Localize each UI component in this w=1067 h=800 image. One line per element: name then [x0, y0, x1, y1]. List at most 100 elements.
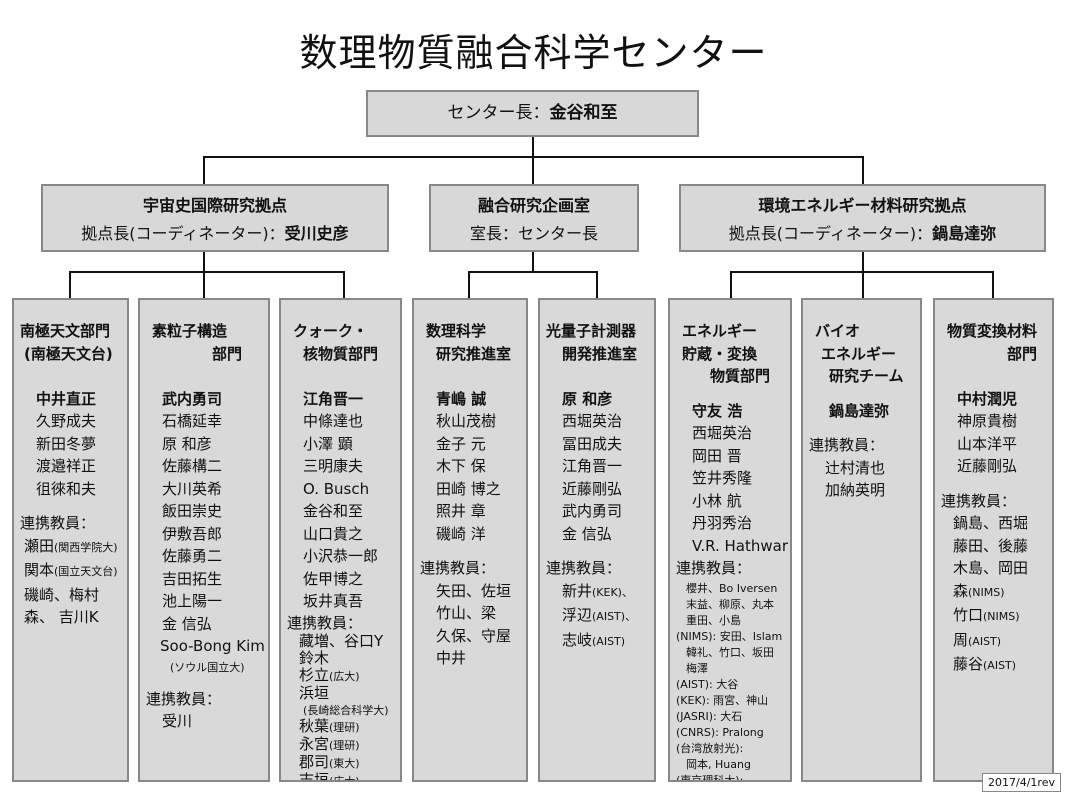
member-line: 鍋島達弥	[809, 400, 920, 423]
member-line: 末益、柳原、丸本	[676, 596, 790, 612]
member-line: 山本洋平	[941, 433, 1052, 456]
member-name: 飯田崇史	[162, 502, 223, 520]
member-line: 藤田、後藤	[941, 535, 1052, 558]
member-line	[809, 388, 920, 400]
member-name: 物質変換材料	[947, 322, 1038, 340]
member-name: バイオ	[815, 322, 861, 340]
member-name: 佐藤勇二	[162, 547, 223, 565]
member-name: 鍋島、西堀	[953, 514, 1029, 532]
dept-title-line: 部門	[146, 343, 268, 366]
dept-title-line: エネルギー	[809, 343, 920, 366]
affiliation-note: (JASRI): 大石	[676, 709, 743, 723]
affiliation-note: 櫻井、Bo Iversen	[686, 581, 778, 595]
member-name: 近藤剛弘	[957, 457, 1018, 475]
member-line: 連携教員：	[546, 557, 654, 580]
member-line: (KEK): 雨宮、神山	[676, 692, 790, 708]
member-name: 中村潤児	[957, 389, 1018, 408]
member-name: 部門	[1007, 344, 1038, 363]
unit-box-energy-materials: 環境エネルギー材料研究拠点 拠点長(コーディネーター)：鍋島達弥	[679, 184, 1046, 252]
dept-title-line: 物質変換材料	[941, 320, 1052, 343]
connector-line	[992, 271, 994, 298]
unit-box-cosmic-history: 宇宙史国際研究拠点 拠点長(コーディネーター)：受川史彦	[41, 184, 389, 252]
member-line: 守友 浩	[676, 400, 790, 423]
member-name: 坂井真吾	[303, 592, 364, 610]
member-line: 伊敷吾郎	[146, 523, 268, 546]
member-name: 佐甲博之	[303, 569, 364, 588]
member-name: 金 信弘	[562, 524, 612, 543]
member-name: 原 和彦	[562, 389, 613, 408]
member-name: 素粒子構造	[152, 322, 228, 340]
member-name: 新田冬夢	[36, 434, 97, 453]
member-line: 大川英希	[146, 478, 268, 501]
member-line: 櫻井、Bo Iversen	[676, 580, 790, 596]
member-name: 中井直正	[36, 389, 97, 408]
member-line: 西堀英治	[546, 410, 654, 433]
member-name: 核物質部門	[303, 344, 379, 363]
member-name: 杉立	[299, 665, 330, 684]
member-line: V.R. Hathwar	[676, 535, 790, 558]
member-line: 小沢恭一郎	[287, 545, 400, 568]
member-line: 岡田 晋	[676, 445, 790, 468]
dept-title-line: 研究推進室	[420, 343, 526, 366]
member-name: 金 信弘	[162, 614, 212, 633]
member-line: 中井直正	[20, 388, 127, 411]
dept-photon-detector: 光量子計測器開発推進室 原 和彦西堀英治冨田成夫江角晋一近藤剛弘武内勇司金 信弘…	[538, 298, 656, 782]
member-line: 浮辺(AIST)、	[546, 604, 654, 629]
member-name: 西堀英治	[692, 424, 753, 442]
member-name: 山本洋平	[957, 434, 1018, 453]
affiliation-note: (広大)	[329, 774, 360, 782]
member-name: 連携教員：	[809, 436, 885, 454]
member-line: 神原貴樹	[941, 410, 1052, 433]
member-line	[546, 545, 654, 557]
member-line: Soo-Bong Kim	[146, 635, 268, 658]
member-name: 岡田 晋	[692, 446, 742, 465]
connector-line	[596, 271, 598, 298]
affiliation-note: (AIST): 大谷	[676, 677, 739, 691]
member-name: 連携教員：	[420, 559, 496, 577]
member-name: 徂徠和夫	[36, 479, 97, 498]
connector-line	[862, 156, 864, 184]
member-name: クォーク・	[293, 322, 368, 340]
member-name: 部門	[212, 344, 243, 363]
unit-role: 拠点長(コーディネーター)：	[728, 224, 933, 243]
member-line: 西堀英治	[676, 422, 790, 445]
member-line: (AIST): 大谷	[676, 676, 790, 692]
member-name: 連携教員：	[146, 689, 222, 708]
dept-title-line: (南極天文台)	[20, 343, 127, 366]
member-name: 連携教員：	[546, 559, 622, 577]
member-name: 森	[953, 581, 969, 600]
member-name: 秋葉	[299, 716, 330, 735]
dept-antarctic-astronomy: 南極天文部門(南極天文台) 中井直正久野成夫新田冬夢渡邉祥正徂徠和夫 連携教員：…	[12, 298, 129, 782]
member-line: 木下 保	[420, 455, 526, 478]
member-name: 研究チーム	[829, 367, 904, 385]
member-name: エネルギー	[682, 322, 758, 340]
member-name: 大川英希	[162, 479, 223, 498]
connector-line	[69, 271, 345, 273]
member-line: (長崎総合科学大)	[287, 702, 400, 718]
member-name: 貯蔵・変換	[682, 344, 758, 363]
member-name: 藤田、後藤	[953, 536, 1029, 555]
member-name: 田崎 博之	[436, 479, 501, 498]
member-line	[420, 365, 526, 388]
member-name: 森、 吉川K	[24, 608, 99, 626]
member-line: (NIMS): 安田、Islam	[676, 628, 790, 644]
member-name: 矢田、佐垣	[436, 581, 512, 600]
member-line: 新井(KEK)、	[546, 580, 654, 605]
member-name: 光量子計測器	[546, 322, 637, 340]
member-name: 石橋延幸	[162, 412, 223, 430]
member-name: (南極天文台)	[24, 344, 113, 363]
unit-leader-name: 鍋島達弥	[932, 224, 997, 243]
member-line: 金 信弘	[546, 523, 654, 546]
member-line: 竹山、梁	[420, 602, 526, 625]
dept-title-line: 数理科学	[420, 320, 526, 343]
member-line: 久保、守屋	[420, 625, 526, 648]
member-line: 周(AIST)	[941, 629, 1052, 654]
member-line: 中井	[420, 647, 526, 670]
member-line: (東京理科大):	[676, 772, 790, 781]
dept-title-line: エネルギー	[676, 320, 790, 343]
unit-title: 融合研究企画室	[477, 196, 590, 215]
member-line: 金子 元	[420, 433, 526, 456]
member-name: 連携教員：	[20, 514, 96, 532]
member-line: 重田、小島	[676, 612, 790, 628]
affiliation-note: 岡本, Huang	[686, 757, 751, 771]
